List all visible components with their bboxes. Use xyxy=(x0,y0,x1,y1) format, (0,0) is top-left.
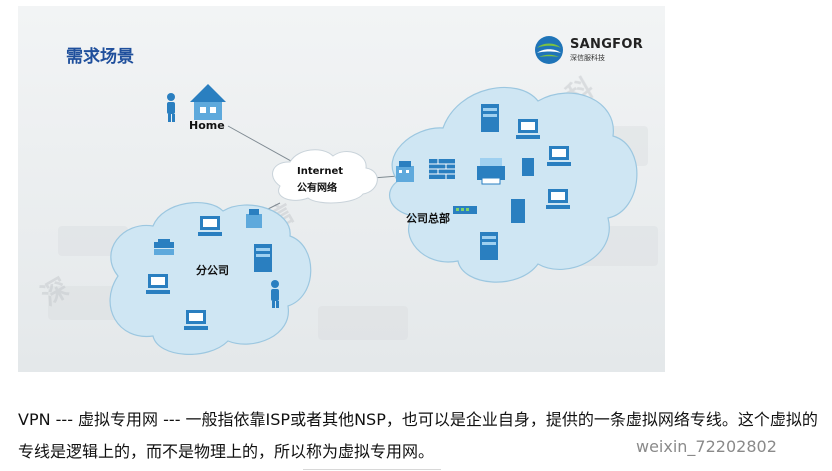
home-label: Home xyxy=(189,119,225,132)
branch-label: 分公司 xyxy=(196,264,229,277)
hq-gateway-building-icon xyxy=(396,161,414,182)
csdn-watermark: weixin_72202802 xyxy=(636,437,777,456)
public-network-label: 公有网络 xyxy=(297,183,337,194)
hq-server-icon xyxy=(480,104,525,260)
branch-server-icon xyxy=(254,244,272,272)
logo-subtitle: 深信服科技 xyxy=(570,54,605,62)
branch-router-icon xyxy=(154,239,174,255)
branch-gateway-building-icon xyxy=(246,209,262,228)
network-diagram-slide: 深 信 服 科 xyxy=(18,6,665,372)
house-icon xyxy=(190,84,226,120)
link-home-internet xyxy=(227,125,301,167)
sangfor-logo: SANGFOR 深信服科技 xyxy=(533,34,643,68)
branch-computer-icon xyxy=(146,216,222,330)
hq-computer-icon xyxy=(516,119,571,209)
internet-label: Internet xyxy=(297,166,344,177)
internet-cloud xyxy=(272,149,378,204)
vpn-description: VPN --- 虚拟专用网 --- 一般指依靠ISP或者其他NSP，也可以是企业… xyxy=(18,410,818,461)
headquarters-label: 公司总部 xyxy=(406,212,450,225)
headquarters-cloud xyxy=(389,86,638,283)
branch-user-icon xyxy=(271,280,279,308)
divider xyxy=(303,469,441,470)
sangfor-logo-icon xyxy=(535,36,563,64)
firewall-icon xyxy=(429,159,455,179)
slide-title: 需求场景 xyxy=(66,47,134,67)
logo-name: SANGFOR xyxy=(570,37,644,52)
home-user-icon xyxy=(167,93,175,122)
printer-icon xyxy=(477,158,505,185)
diagram-canvas: 深 信 服 科 xyxy=(18,6,665,372)
hq-switch-icon xyxy=(453,206,477,214)
